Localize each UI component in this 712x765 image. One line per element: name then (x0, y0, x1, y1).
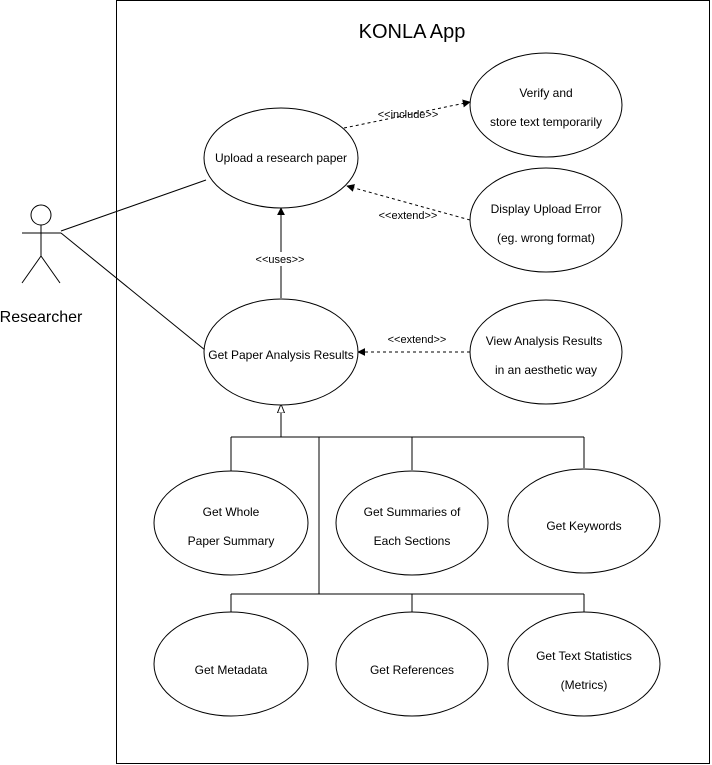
extend-error-label: <<extend>> (379, 210, 438, 222)
usecase-metadata-label: Get Metadata (195, 663, 268, 677)
usecase-references[interactable]: Get References (335, 611, 489, 717)
association-upload (60, 179, 207, 232)
usecase-upload-label: Upload a research paper (215, 151, 347, 165)
actor-researcher[interactable]: Researcher (0, 204, 83, 326)
usecase-analysis[interactable]: Get Paper Analysis Results (203, 298, 359, 406)
usecase-text-statistics-line1: Get Text Statistics (536, 649, 632, 663)
include-label: <<include>> (378, 109, 439, 121)
usecase-verify-line2: store text temporarily (490, 115, 602, 129)
usecase-keywords[interactable]: Get Keywords (507, 468, 661, 574)
usecase-view-results-line2: in an aesthetic way (495, 363, 597, 377)
usecase-upload[interactable]: Upload a research paper (203, 107, 359, 209)
usecase-keywords-label: Get Keywords (546, 519, 621, 533)
actor-head (30, 204, 52, 226)
extend-view-label: <<extend>> (388, 334, 447, 346)
usecase-section-summaries[interactable]: Get Summaries of Each Sections (335, 470, 489, 576)
usecase-upload-error-line2: (eg. wrong format) (497, 231, 595, 245)
usecase-view-results[interactable]: View Analysis Results in an aesthetic wa… (469, 299, 623, 405)
association-analysis (60, 232, 206, 351)
usecase-verify[interactable]: Verify and store text temporarily (469, 52, 623, 158)
usecase-section-summaries-line2: Each Sections (374, 534, 451, 548)
actor-left-leg (21, 255, 42, 284)
usecase-references-label: Get References (370, 663, 454, 677)
system-title: KONLA App (359, 21, 466, 43)
usecase-whole-summary[interactable]: Get Whole Paper Summary (153, 470, 309, 576)
usecase-whole-summary-line1: Get Whole (203, 505, 260, 519)
usecase-section-summaries-line1: Get Summaries of (364, 505, 461, 519)
usecase-verify-line1: Verify and (519, 86, 572, 100)
actor-right-leg (40, 255, 61, 284)
usecase-metadata[interactable]: Get Metadata (153, 611, 309, 717)
uses-label: <<uses>> (256, 254, 305, 266)
usecase-upload-error[interactable]: Display Upload Error (eg. wrong format) (469, 167, 623, 273)
uses-label-bg (250, 252, 312, 266)
usecase-analysis-label: Get Paper Analysis Results (208, 348, 353, 362)
usecase-text-statistics-line2: (Metrics) (561, 678, 608, 692)
usecase-text-statistics[interactable]: Get Text Statistics (Metrics) (507, 611, 661, 717)
usecase-upload-error-line1: Display Upload Error (491, 202, 602, 216)
actor-label: Researcher (0, 309, 83, 326)
usecase-whole-summary-line2: Paper Summary (188, 534, 275, 548)
generalization-tree (230, 405, 585, 612)
usecase-view-results-line1: View Analysis Results (486, 334, 603, 348)
